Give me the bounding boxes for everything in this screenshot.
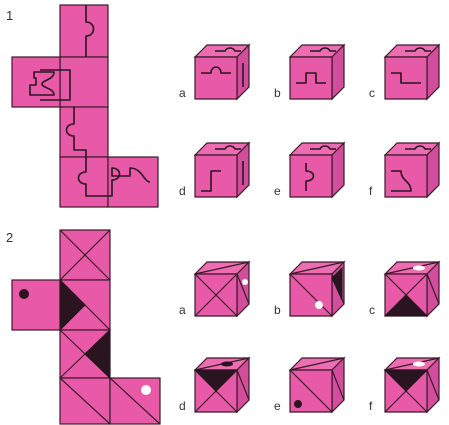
white-dot bbox=[242, 279, 248, 285]
puzzle-1-option-a[interactable] bbox=[195, 45, 249, 99]
white-dot bbox=[315, 301, 323, 309]
puzzle-2-option-c[interactable] bbox=[385, 262, 439, 316]
cube-front-face bbox=[195, 57, 237, 99]
puzzle-2-net bbox=[12, 230, 160, 424]
puzzle-1-option-e[interactable] bbox=[290, 143, 344, 197]
puzzle-1-option-label-e: e bbox=[274, 184, 281, 198]
puzzle-2-option-label-d: d bbox=[179, 399, 186, 413]
puzzle-2-option-b[interactable] bbox=[290, 262, 344, 316]
puzzle-1-option-f[interactable] bbox=[385, 143, 439, 197]
net2-black-dot bbox=[19, 289, 29, 299]
puzzle-2-option-a[interactable] bbox=[195, 262, 249, 316]
puzzle-1-option-label-f: f bbox=[369, 184, 373, 198]
net1-face-top bbox=[60, 5, 108, 57]
puzzle-1-option-b[interactable] bbox=[290, 45, 344, 99]
puzzle-1-option-d[interactable] bbox=[195, 143, 249, 197]
puzzle-2-option-label-a: a bbox=[179, 303, 186, 317]
puzzle-2-option-label-c: c bbox=[369, 303, 375, 317]
puzzle-1-options: a b c d e f bbox=[179, 45, 439, 198]
net1-face-right bbox=[108, 157, 158, 207]
puzzle-1-net bbox=[12, 5, 158, 207]
white-dot bbox=[413, 362, 425, 367]
black-dot bbox=[294, 400, 302, 408]
puzzle-1-number: 1 bbox=[6, 8, 13, 23]
cube-front-face bbox=[290, 57, 332, 99]
puzzle-2-option-e[interactable] bbox=[290, 358, 344, 412]
puzzle-2-number: 2 bbox=[6, 230, 13, 245]
puzzle-2-option-d[interactable] bbox=[195, 358, 249, 412]
puzzle-1-option-label-a: a bbox=[179, 86, 186, 100]
puzzle-2-option-label-b: b bbox=[274, 303, 281, 317]
puzzle-1-option-label-d: d bbox=[179, 184, 186, 198]
puzzle-1-option-c[interactable] bbox=[385, 45, 439, 99]
puzzle-2-option-label-e: e bbox=[274, 399, 281, 413]
puzzle-2-option-f[interactable] bbox=[385, 358, 439, 412]
cube-front-face bbox=[290, 155, 332, 197]
cube-front-face bbox=[385, 57, 427, 99]
puzzle-1-option-label-b: b bbox=[274, 86, 281, 100]
puzzle-2-option-label-f: f bbox=[369, 399, 373, 413]
net2-white-dot bbox=[141, 385, 151, 395]
white-dot bbox=[413, 266, 425, 271]
black-dot bbox=[221, 362, 233, 367]
net2-face-left bbox=[12, 280, 60, 330]
net1-face-bottom bbox=[60, 157, 108, 207]
puzzle-1-option-label-c: c bbox=[369, 86, 375, 100]
puzzle-2-options: a b c d e f bbox=[179, 262, 439, 413]
